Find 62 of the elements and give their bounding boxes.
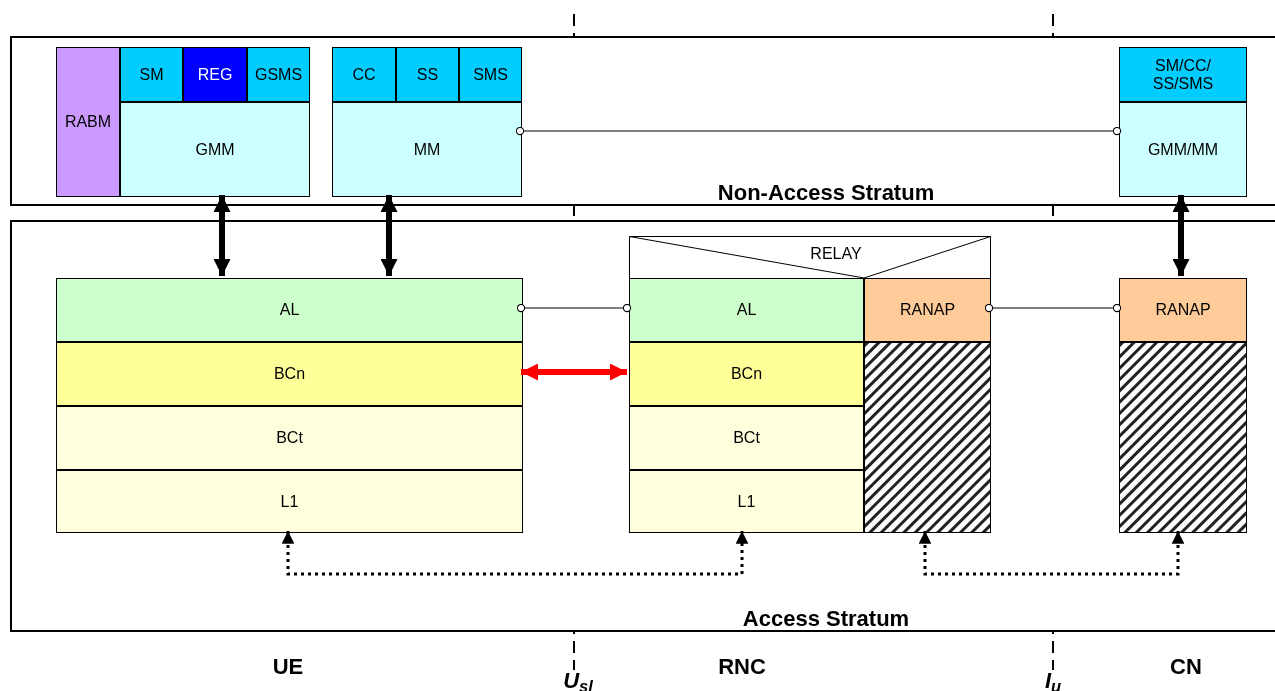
- layer-block: [629, 342, 864, 406]
- layer-block: [183, 47, 247, 102]
- layer-label: RANAP: [899, 301, 956, 319]
- stratum-label: Non-Access Stratum: [717, 179, 935, 207]
- layer-label: MM: [413, 140, 441, 159]
- connector-line: [515, 126, 1122, 136]
- arrow: [521, 363, 627, 381]
- hatched-block: [1119, 342, 1247, 533]
- layer-label: REG: [197, 65, 233, 84]
- dotted-arrow: [281, 531, 749, 576]
- layer-label: BCn: [730, 365, 763, 383]
- layer-label: SS: [416, 65, 439, 84]
- arrow: [1172, 195, 1190, 276]
- layer-block: [1119, 102, 1247, 197]
- layer-block: [120, 102, 310, 197]
- stratum-band: [10, 220, 1275, 632]
- connector-line: [516, 303, 632, 313]
- layer-label: RANAP: [1155, 301, 1211, 319]
- hatched-block: [864, 342, 991, 533]
- layer-block: [629, 278, 864, 342]
- relay-block: [629, 236, 991, 278]
- layer-label: SM: [139, 65, 164, 84]
- layer-label: BCt: [733, 429, 760, 447]
- layer-block: [332, 102, 522, 197]
- layer-block: [332, 47, 396, 102]
- stratum-band: [10, 36, 1275, 206]
- dotted-arrow: [918, 531, 1185, 576]
- layer-block: [1119, 47, 1247, 102]
- layer-label: RELAY: [810, 245, 862, 263]
- layer-block: [629, 470, 864, 533]
- stratum-label: Access Stratum: [742, 605, 910, 633]
- layer-block: [629, 406, 864, 470]
- layer-label: AL: [279, 301, 300, 319]
- layer-label: AL: [736, 301, 757, 319]
- layer-block: [56, 278, 523, 342]
- layer-block: [56, 47, 120, 197]
- layer-block: [56, 342, 523, 406]
- layer-block: [56, 406, 523, 470]
- node-label: UE: [272, 653, 304, 681]
- layer-label: CC: [352, 65, 376, 84]
- layer-label: BCn: [273, 365, 306, 383]
- layer-block: [396, 47, 459, 102]
- layer-label: L1: [280, 492, 299, 511]
- layer-label: BCt: [276, 429, 303, 447]
- connector-line: [984, 303, 1122, 313]
- layer-label: SM/CC/ SS/SMS: [1151, 56, 1215, 93]
- layer-block: [247, 47, 310, 102]
- layer-label: L1: [737, 492, 756, 511]
- arrow: [380, 195, 398, 276]
- layer-block: [1119, 278, 1247, 342]
- layer-label: SMS: [473, 65, 508, 84]
- layer-block: [459, 47, 522, 102]
- layer-label: GMM/MM: [1147, 140, 1219, 159]
- layer-block: [56, 470, 523, 533]
- layer-block: [120, 47, 183, 102]
- layer-label: GSMS: [254, 65, 303, 84]
- layer-label: GMM: [195, 140, 235, 159]
- layer-label: RABM: [64, 113, 112, 131]
- node-label: RNC: [718, 653, 766, 681]
- layer-block: [864, 278, 991, 342]
- node-label: CN: [1170, 653, 1202, 681]
- arrow: [213, 195, 231, 276]
